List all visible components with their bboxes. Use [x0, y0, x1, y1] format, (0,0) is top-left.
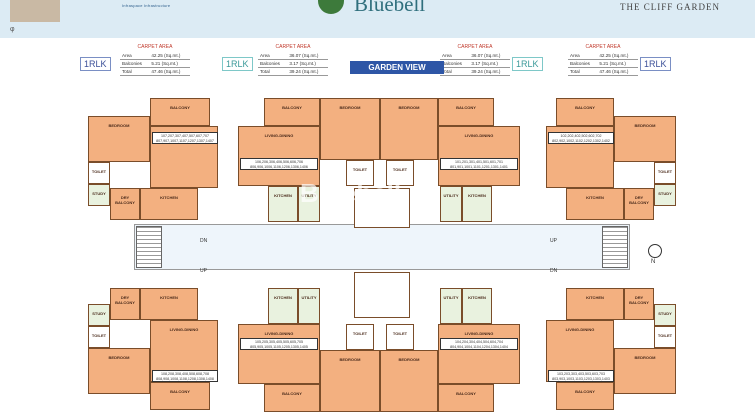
room-bedroom: BEDROOM	[88, 348, 150, 394]
room-toilet: TOILET	[346, 324, 374, 350]
room-toilet: TOILET	[346, 160, 374, 186]
room-kitchen: KITCHEN	[140, 188, 198, 220]
room-kitchen: KITCHEN	[566, 188, 624, 220]
carpet-table-title: CARPET AREA	[275, 44, 311, 50]
room-utility: UTILITY	[298, 186, 320, 222]
header-band	[0, 0, 755, 38]
room-toilet: TOILET	[386, 160, 414, 186]
room-study: STUDY	[88, 184, 110, 206]
developer-name: Infraspace Infrastructure	[122, 3, 171, 8]
room-balcony: BALCONY	[150, 98, 210, 126]
unit-numbers: 105,205,305,405,505,605,705 805,905,1005…	[240, 338, 318, 350]
unit-numbers: 104,204,304,404,504,604,704 804,904,1004…	[440, 338, 518, 350]
stair-down-label: DN	[550, 268, 558, 274]
floor-plan: BEDROOM BALCONY LIVING-DINING TOILET STU…	[78, 92, 686, 419]
north-compass-icon	[648, 244, 662, 258]
unit-numbers: 108,208,308,408,508,608,708 808,908,1008…	[152, 370, 218, 382]
unit-type-badge: 1RLK	[640, 57, 671, 71]
room-balcony: BALCONY	[438, 98, 494, 126]
room-study: STUDY	[88, 304, 110, 326]
project-title: Bluebell	[354, 0, 426, 16]
room-balcony: BALCONY	[438, 384, 494, 412]
room-dry-balcony: DRY BALCONY	[110, 188, 140, 220]
room-bedroom: BEDROOM	[614, 116, 676, 162]
north-label: N	[651, 259, 656, 265]
room-bedroom: BEDROOM	[88, 116, 150, 162]
room-bedroom: BEDROOM	[380, 98, 438, 160]
room-kitchen: KITCHEN	[268, 186, 298, 222]
room-balcony: BALCONY	[556, 98, 614, 126]
room-bedroom: BEDROOM	[320, 98, 380, 160]
room-utility: UTILITY	[298, 288, 320, 324]
unit-numbers: 102,202,402,502,602,702 802,902,1002,110…	[548, 132, 614, 144]
room-toilet: TOILET	[88, 162, 110, 184]
garden-view-label: GARDEN VIEW	[350, 61, 444, 74]
room-balcony: BALCONY	[150, 382, 210, 410]
stair-up-label: UP	[550, 238, 557, 244]
room-toilet: TOILET	[654, 162, 676, 184]
unit-numbers: 101,201,301,401,501,601,701 801,901,1001…	[440, 158, 518, 170]
room-balcony: BALCONY	[264, 384, 320, 412]
room-toilet: TOILET	[654, 326, 676, 348]
room-bedroom: BEDROOM	[614, 348, 676, 394]
project-logo-icon	[318, 0, 344, 14]
unit-type-badge: 1RLK	[512, 57, 543, 71]
lift-core	[354, 272, 410, 318]
room-study: STUDY	[654, 184, 676, 206]
carpet-table-title: CARPET AREA	[457, 44, 493, 50]
room-living-dining: LIVING-DINING	[238, 324, 320, 384]
room-balcony: BALCONY	[556, 382, 614, 410]
unit-numbers: 106,206,306,406,506,606,706 806,906,1006…	[240, 158, 318, 170]
unit-numbers: 107,207,307,407,507,607,707 807,907,1007…	[152, 132, 218, 144]
room-dry-balcony: DRY BALCONY	[624, 288, 654, 320]
room-kitchen: KITCHEN	[462, 186, 492, 222]
corridor	[134, 224, 630, 270]
room-dry-balcony: DRY BALCONY	[624, 188, 654, 220]
room-bedroom: BEDROOM	[320, 350, 380, 412]
room-bedroom: BEDROOM	[380, 350, 438, 412]
carpet-table-title: CARPET AREA	[585, 44, 621, 50]
room-kitchen: KITCHEN	[268, 288, 298, 324]
room-kitchen: KITCHEN	[140, 288, 198, 320]
room-balcony: BALCONY	[264, 98, 320, 126]
room-kitchen: KITCHEN	[566, 288, 624, 320]
staircase-left	[136, 226, 162, 268]
unit-numbers: 103,203,303,403,503,603,703 803,903,1003…	[548, 370, 614, 382]
room-living-dining: LIVING-DINING	[238, 126, 320, 186]
room-study: STUDY	[654, 304, 676, 326]
room-utility: UTILITY	[440, 288, 462, 324]
carpet-table-title: CARPET AREA	[137, 44, 173, 50]
room-living-dining: LIVING-DINING	[438, 324, 520, 384]
unit-type-badge: 1RLK	[222, 57, 253, 71]
unit-type-badge: 1RLK	[80, 57, 111, 71]
project-tagline: THE CLIFF GARDEN	[620, 2, 721, 12]
watermark: Bluebell	[300, 178, 402, 208]
room-kitchen: KITCHEN	[462, 288, 492, 324]
room-dry-balcony: DRY BALCONY	[110, 288, 140, 320]
lift-core	[354, 188, 410, 228]
room-toilet: TOILET	[386, 324, 414, 350]
room-living-dining: LIVING-DINING	[438, 126, 520, 186]
stair-up-label: UP	[200, 268, 207, 274]
staircase-right	[602, 226, 628, 268]
thumbnail-logo	[10, 0, 60, 22]
room-toilet: TOILET	[88, 326, 110, 348]
stair-down-label: DN	[200, 238, 208, 244]
room-utility: UTILITY	[440, 186, 462, 222]
info-icon: φ	[10, 26, 15, 33]
